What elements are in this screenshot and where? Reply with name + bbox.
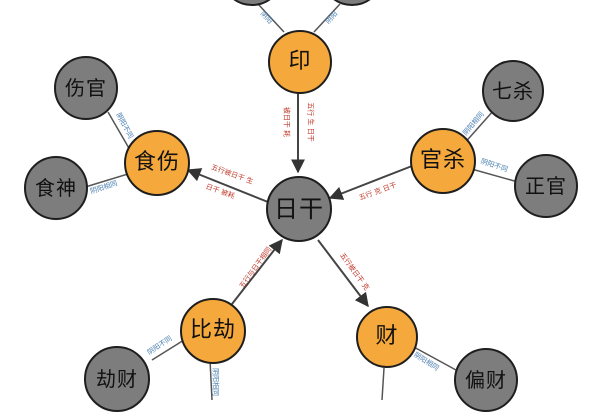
node-shangguan: 伤官 bbox=[54, 56, 118, 120]
link-cai-piancai bbox=[411, 345, 457, 371]
node-center-rigan: 日干 bbox=[266, 176, 332, 242]
connector-layer bbox=[81, 3, 519, 400]
link-cai-bottom bbox=[381, 367, 385, 400]
label-yin-center-a: 五行 生 日干 bbox=[306, 102, 315, 142]
node-guansha: 官杀 bbox=[410, 128, 476, 194]
link-shishang-shangguan bbox=[107, 111, 131, 151]
node-shishen: 食神 bbox=[24, 156, 88, 220]
link-shishang-shishen bbox=[81, 173, 129, 189]
label-yin-center-b: 被日干 耗 bbox=[282, 106, 291, 138]
link-bijie-bottom bbox=[209, 359, 213, 400]
label-bijie-bottom: 阴阳相同 bbox=[211, 368, 220, 396]
ten-gods-diagram: 印 食伤 官杀 比劫 财 日干 伤官 食神 七杀 正官 劫财 偏财 五行 生 日… bbox=[24, 0, 578, 412]
arrow-center-to-shishang bbox=[186, 168, 269, 203]
arrow-center-to-cai bbox=[317, 239, 369, 308]
node-qisha: 七杀 bbox=[482, 60, 544, 122]
link-bijie-jiecai bbox=[151, 339, 185, 361]
link-yin-top-right bbox=[313, 3, 341, 33]
link-guansha-zhengguan bbox=[467, 167, 519, 183]
node-yin: 印 bbox=[268, 30, 332, 94]
arrow-bijie-to-center bbox=[231, 238, 283, 305]
node-bijie: 比劫 bbox=[180, 298, 246, 364]
node-shishang: 食伤 bbox=[124, 130, 190, 196]
node-jiecai: 劫财 bbox=[84, 346, 150, 412]
link-yin-top-left bbox=[257, 3, 285, 33]
node-piancai: 偏财 bbox=[454, 348, 518, 412]
node-zhengguan: 正官 bbox=[514, 154, 578, 218]
node-cai: 财 bbox=[356, 306, 418, 368]
arrow-guansha-to-center bbox=[328, 165, 413, 200]
